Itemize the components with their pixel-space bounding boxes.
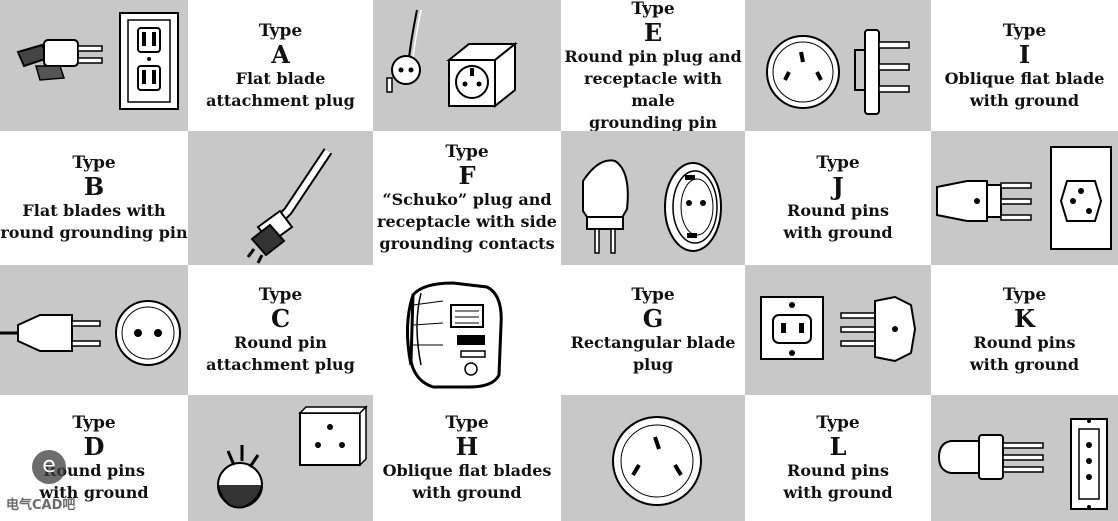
type-description-line: Oblique flat blade [944,68,1105,88]
type-word: Type [258,285,303,305]
type-description-line: grounding pin [588,112,718,132]
type-letter: J [832,172,844,201]
plug-d-illustration [217,405,368,509]
type-word: Type [72,413,116,433]
label-type-k: Type K Round pins with ground [931,265,1118,395]
watermark: e 电气CAD吧 [6,450,116,520]
label-type-e: Type E Round pin plug and receptacle wit… [561,0,745,131]
type-description-line: “Schuko” plug and [382,190,552,209]
plug-g-illustration [405,281,503,389]
type-description-line: with ground [783,223,893,242]
type-word: Type [816,153,860,173]
type-letter: A [271,39,290,69]
type-description-line: with ground [39,483,149,502]
plug-b-illustration [246,148,333,264]
type-word: Type [631,285,675,305]
type-word: Type [1002,285,1047,305]
type-letter: K [1014,304,1035,333]
watermark-text: 电气CAD吧 [6,498,76,513]
type-letter: I [1018,39,1031,69]
type-letter: D [83,432,105,461]
plug-a-illustration [16,12,179,110]
type-description-line: Round pin [234,333,327,352]
label-type-b: Type B Flat blades with round grounding … [0,131,188,265]
type-description-line: Round pin plug and [564,46,742,66]
image-type-e [373,0,561,131]
type-description-line: round grounding pin [0,223,188,242]
type-description-line: attachment plug [206,90,355,110]
plug-f-illustration [582,159,722,254]
image-type-d [188,395,373,521]
type-description-line: Flat blade [235,68,326,88]
type-letter: B [83,172,105,201]
label-type-l: Type L Round pins with ground [745,395,931,521]
image-type-a [0,0,188,131]
plug-e-illustration [386,9,518,109]
type-description-line: Rectangular blade [570,333,736,352]
type-letter: G [642,304,664,333]
type-word: Type [1002,20,1047,41]
type-description-line: with ground [969,355,1080,374]
label-type-f: Type F “Schuko” plug and receptacle with… [373,131,561,265]
label-type-h: Type H Oblique flat blades with ground [373,395,561,521]
type-word: Type [72,153,116,173]
type-description-line: Round pins [787,461,889,480]
type-letter: C [270,304,291,333]
type-letter: E [643,17,663,47]
type-word: Type [258,20,303,41]
type-description-line: with ground [969,90,1080,110]
plug-i-illustration [766,29,910,115]
label-type-a: Type A Flat blade attachment plug [188,0,373,131]
type-description-line: attachment plug [206,355,355,374]
image-type-i [745,0,931,131]
type-description-line: receptacle with side [377,212,557,231]
image-type-g [373,265,561,395]
type-description-line: Oblique flat blades [382,461,552,480]
label-type-j: Type J Round pins with ground [745,131,931,265]
image-type-j [931,131,1118,265]
type-description-line: Round pins [787,201,889,220]
watermark-logo: e [32,450,66,484]
type-word: Type [445,142,489,162]
image-type-l [931,395,1118,521]
plug-k-illustration [760,295,917,363]
plug-c-illustration [0,300,181,366]
type-word: Type [631,0,675,19]
type-description-line: Round pins [43,461,145,480]
label-type-d: Type D Round pins with ground [0,395,188,521]
type-description-line: Round pins [973,333,1076,352]
plug-h-illustration [612,416,702,506]
plug-l-illustration [937,418,1108,510]
type-word: Type [445,413,489,433]
type-description-line: receptacle with male [584,68,722,110]
image-type-h [561,395,745,521]
label-type-g: Type G Rectangular blade plug [561,265,745,395]
type-letter: H [455,432,479,461]
type-description-line: Flat blades with [22,201,166,220]
type-description-line: plug [632,355,674,374]
type-letter: F [458,161,476,190]
plug-j-illustration [936,146,1112,250]
type-word: Type [816,413,860,433]
type-letter: L [829,432,847,461]
image-type-f [561,131,745,265]
label-type-i: Type I Oblique flat blade with ground [931,0,1118,131]
type-description-line: grounding contacts [379,234,555,253]
image-type-k [745,265,931,395]
label-type-c: Type C Round pin attachment plug [188,265,373,395]
image-type-c [0,265,188,395]
type-description-line: with ground [783,483,893,502]
type-description-line: with ground [412,483,522,502]
image-type-b [188,131,373,265]
